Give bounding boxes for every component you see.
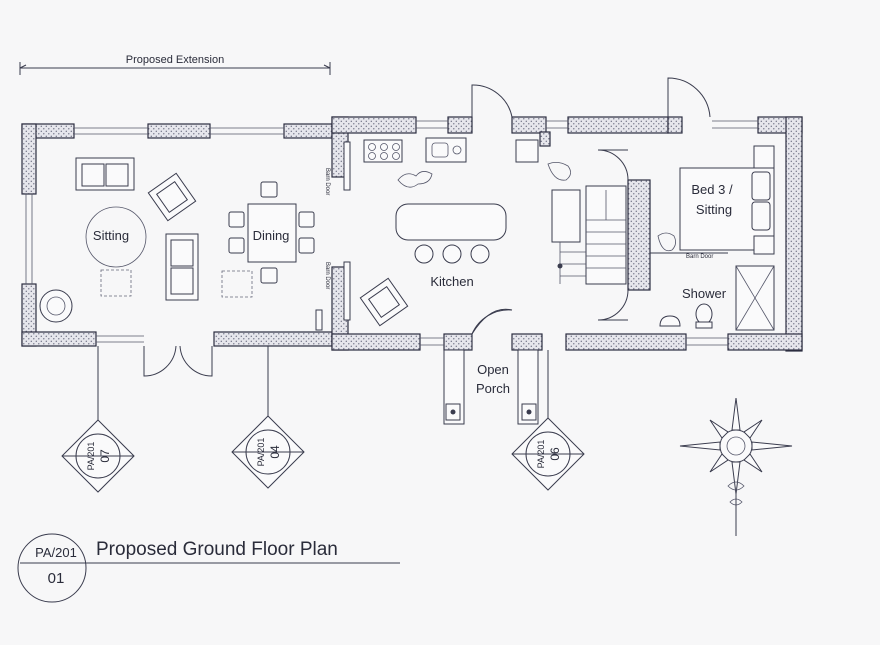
dining-furniture: [221, 181, 315, 298]
porch: [443, 349, 539, 425]
section-marker-2: PA/201 04: [231, 346, 305, 489]
extension-dimension: Proposed Extension: [19, 54, 331, 75]
title-drawing-num: 01: [48, 570, 65, 587]
doors: [143, 77, 711, 377]
barn-door-note-upper: Barn Door: [324, 168, 330, 195]
section-marker-3-ref: PA/201: [536, 440, 546, 469]
title-sheet-ref: PA/201: [35, 545, 77, 560]
exterior-walls: [21, 116, 803, 352]
section-marker-1-ref: PA/201: [86, 442, 96, 471]
drawing-title: Proposed Ground Floor Plan: [96, 539, 338, 560]
room-label-sitting: Sitting: [93, 228, 129, 243]
title-block: PA/201 01 Proposed Ground Floor Plan: [17, 533, 400, 603]
room-label-shower: Shower: [682, 286, 727, 301]
room-label-kitchen: Kitchen: [430, 274, 473, 289]
kitchen-fittings: [359, 137, 571, 327]
bed3-furniture: [657, 145, 775, 255]
room-label-bed3-line1: Bed 3 /: [691, 182, 733, 197]
extension-label: Proposed Extension: [126, 54, 224, 66]
sitting-furniture: [39, 157, 199, 323]
section-marker-1-num: 07: [98, 449, 112, 463]
interior-walls: [539, 131, 651, 291]
north-arrow-icon: [679, 397, 793, 536]
room-label-dining: Dining: [253, 228, 290, 243]
room-label-porch-line1: Open: [477, 362, 509, 377]
barn-doors: Barn Door Barn Door Barn Door: [315, 141, 728, 331]
room-label-porch-line2: Porch: [476, 381, 510, 396]
stairs: [551, 185, 627, 285]
room-label-bed3-line2: Sitting: [696, 202, 732, 217]
windows: [25, 120, 758, 346]
room-labels: Sitting Dining Kitchen Bed 3 / Sitting S…: [93, 182, 733, 396]
section-marker-1: PA/201 07: [61, 346, 135, 493]
shower-fittings: [659, 265, 775, 331]
section-marker-2-num: 04: [268, 445, 282, 459]
section-marker-3: PA/201 06: [511, 350, 585, 491]
section-marker-3-num: 06: [548, 447, 562, 461]
barn-door-note-bed: Barn Door: [686, 254, 713, 260]
barn-door-note-lower: Barn Door: [324, 262, 330, 289]
section-marker-2-ref: PA/201: [256, 438, 266, 467]
